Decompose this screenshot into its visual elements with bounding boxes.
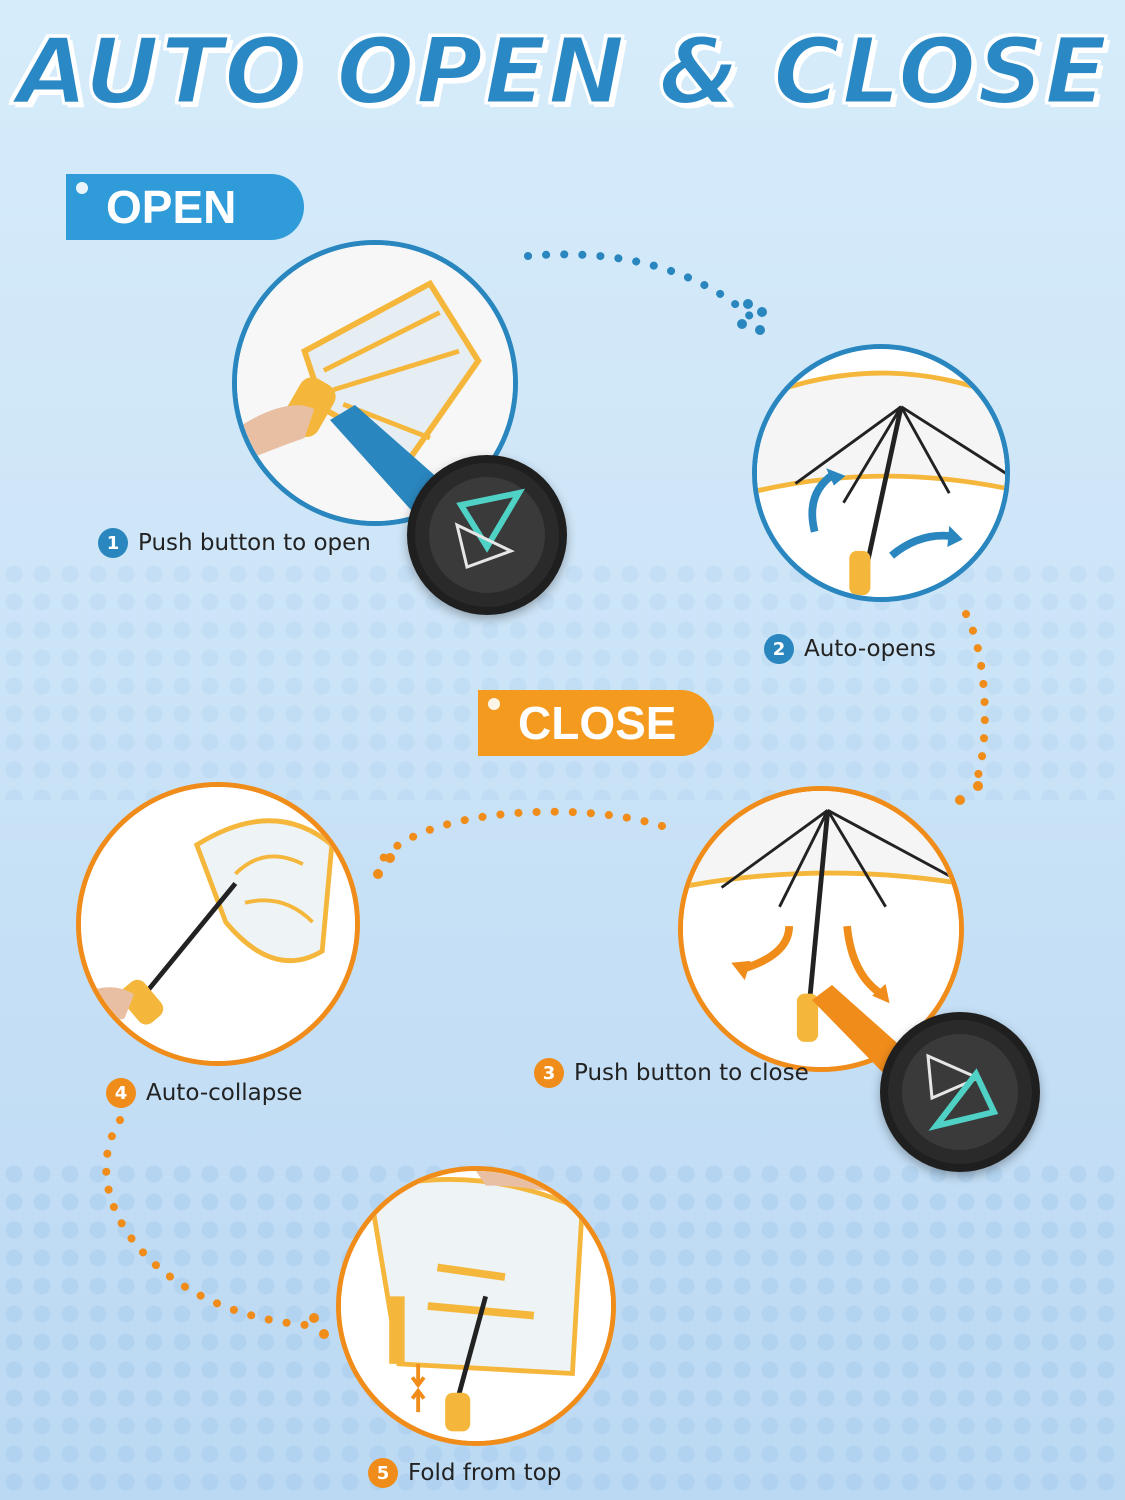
step-text: Push button to close bbox=[574, 1060, 809, 1086]
step-3-label: 3 Push button to close bbox=[534, 1058, 809, 1088]
step-text: Auto-opens bbox=[804, 636, 936, 662]
triangle-button-icon bbox=[888, 1020, 1032, 1164]
step2-image bbox=[752, 344, 1010, 602]
close-button-closeup bbox=[880, 1012, 1040, 1172]
folding-umbrella-icon bbox=[341, 1171, 611, 1441]
step5-image bbox=[336, 1166, 616, 1446]
step-text: Fold from top bbox=[408, 1460, 562, 1486]
step-1-label: 1 Push button to open bbox=[98, 528, 371, 558]
step-text: Auto-collapse bbox=[146, 1080, 303, 1106]
open-section-label: OPEN bbox=[66, 174, 304, 240]
step-number-badge: 3 bbox=[534, 1058, 564, 1088]
step-text: Push button to open bbox=[138, 530, 371, 556]
step-number-badge: 5 bbox=[368, 1458, 398, 1488]
close-section-label: CLOSE bbox=[478, 690, 714, 756]
step-4-label: 4 Auto-collapse bbox=[106, 1078, 302, 1108]
open-button-closeup bbox=[407, 455, 567, 615]
triangle-button-icon bbox=[415, 463, 559, 607]
background-dots-upper bbox=[0, 560, 1125, 800]
pill-dot-icon bbox=[488, 698, 500, 710]
headline: AUTO OPEN & CLOSE bbox=[15, 17, 1109, 127]
pill-dot-icon bbox=[76, 182, 88, 194]
open-umbrella-icon bbox=[757, 349, 1005, 597]
collapsed-umbrella-icon bbox=[81, 787, 355, 1061]
step-number-badge: 4 bbox=[106, 1078, 136, 1108]
step-5-label: 5 Fold from top bbox=[368, 1458, 561, 1488]
step-number-badge: 2 bbox=[764, 634, 794, 664]
dotted-arrowhead-open bbox=[737, 299, 767, 335]
step-2-label: 2 Auto-opens bbox=[764, 634, 936, 664]
step4-image bbox=[76, 782, 360, 1066]
dotted-arrow-icon bbox=[524, 250, 756, 322]
step-number-badge: 1 bbox=[98, 528, 128, 558]
